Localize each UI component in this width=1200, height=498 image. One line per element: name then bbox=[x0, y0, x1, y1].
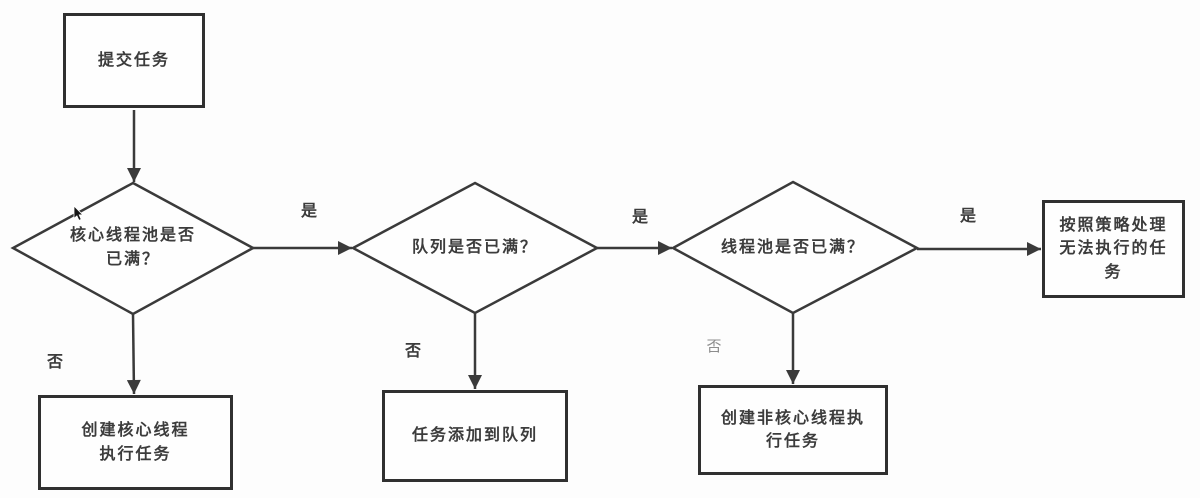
node-create-non-core-thread: 创建非核心线程执 行任务 bbox=[698, 385, 888, 475]
decision-queue-full-label: 队列是否已满？ bbox=[411, 239, 538, 256]
edge-label-queue-full-no: 否 bbox=[404, 343, 421, 360]
decision-thread-pool-full-label: 线程池是否已满？ bbox=[720, 239, 865, 256]
edge-label-core-full-yes: 是 bbox=[300, 203, 317, 220]
decision-thread-pool-full-shape bbox=[670, 180, 920, 315]
node-add-task-to-queue: 任务添加到队列 bbox=[382, 390, 568, 482]
mouse-cursor bbox=[73, 205, 84, 221]
node-submit-task: 提交任务 bbox=[63, 13, 205, 108]
edge-label-core-full-no: 否 bbox=[46, 354, 63, 371]
edge-label-queue-full-yes: 是 bbox=[631, 209, 648, 226]
decision-core-pool-full-shape bbox=[10, 181, 256, 316]
node-handle-by-policy: 按照策略处理 无法执行的任 务 bbox=[1042, 200, 1185, 298]
decision-queue-full-shape bbox=[350, 181, 600, 315]
node-create-core-thread: 创建核心线程 执行任务 bbox=[38, 395, 233, 490]
edge-label-pool-full-no: 否 bbox=[706, 337, 722, 355]
edge-label-pool-full-yes: 是 bbox=[959, 208, 976, 225]
edge-core-full-no-to-create-core bbox=[126, 313, 141, 395]
decision-core-pool-full-label: 核心线程池是否 已满？ bbox=[69, 227, 196, 268]
